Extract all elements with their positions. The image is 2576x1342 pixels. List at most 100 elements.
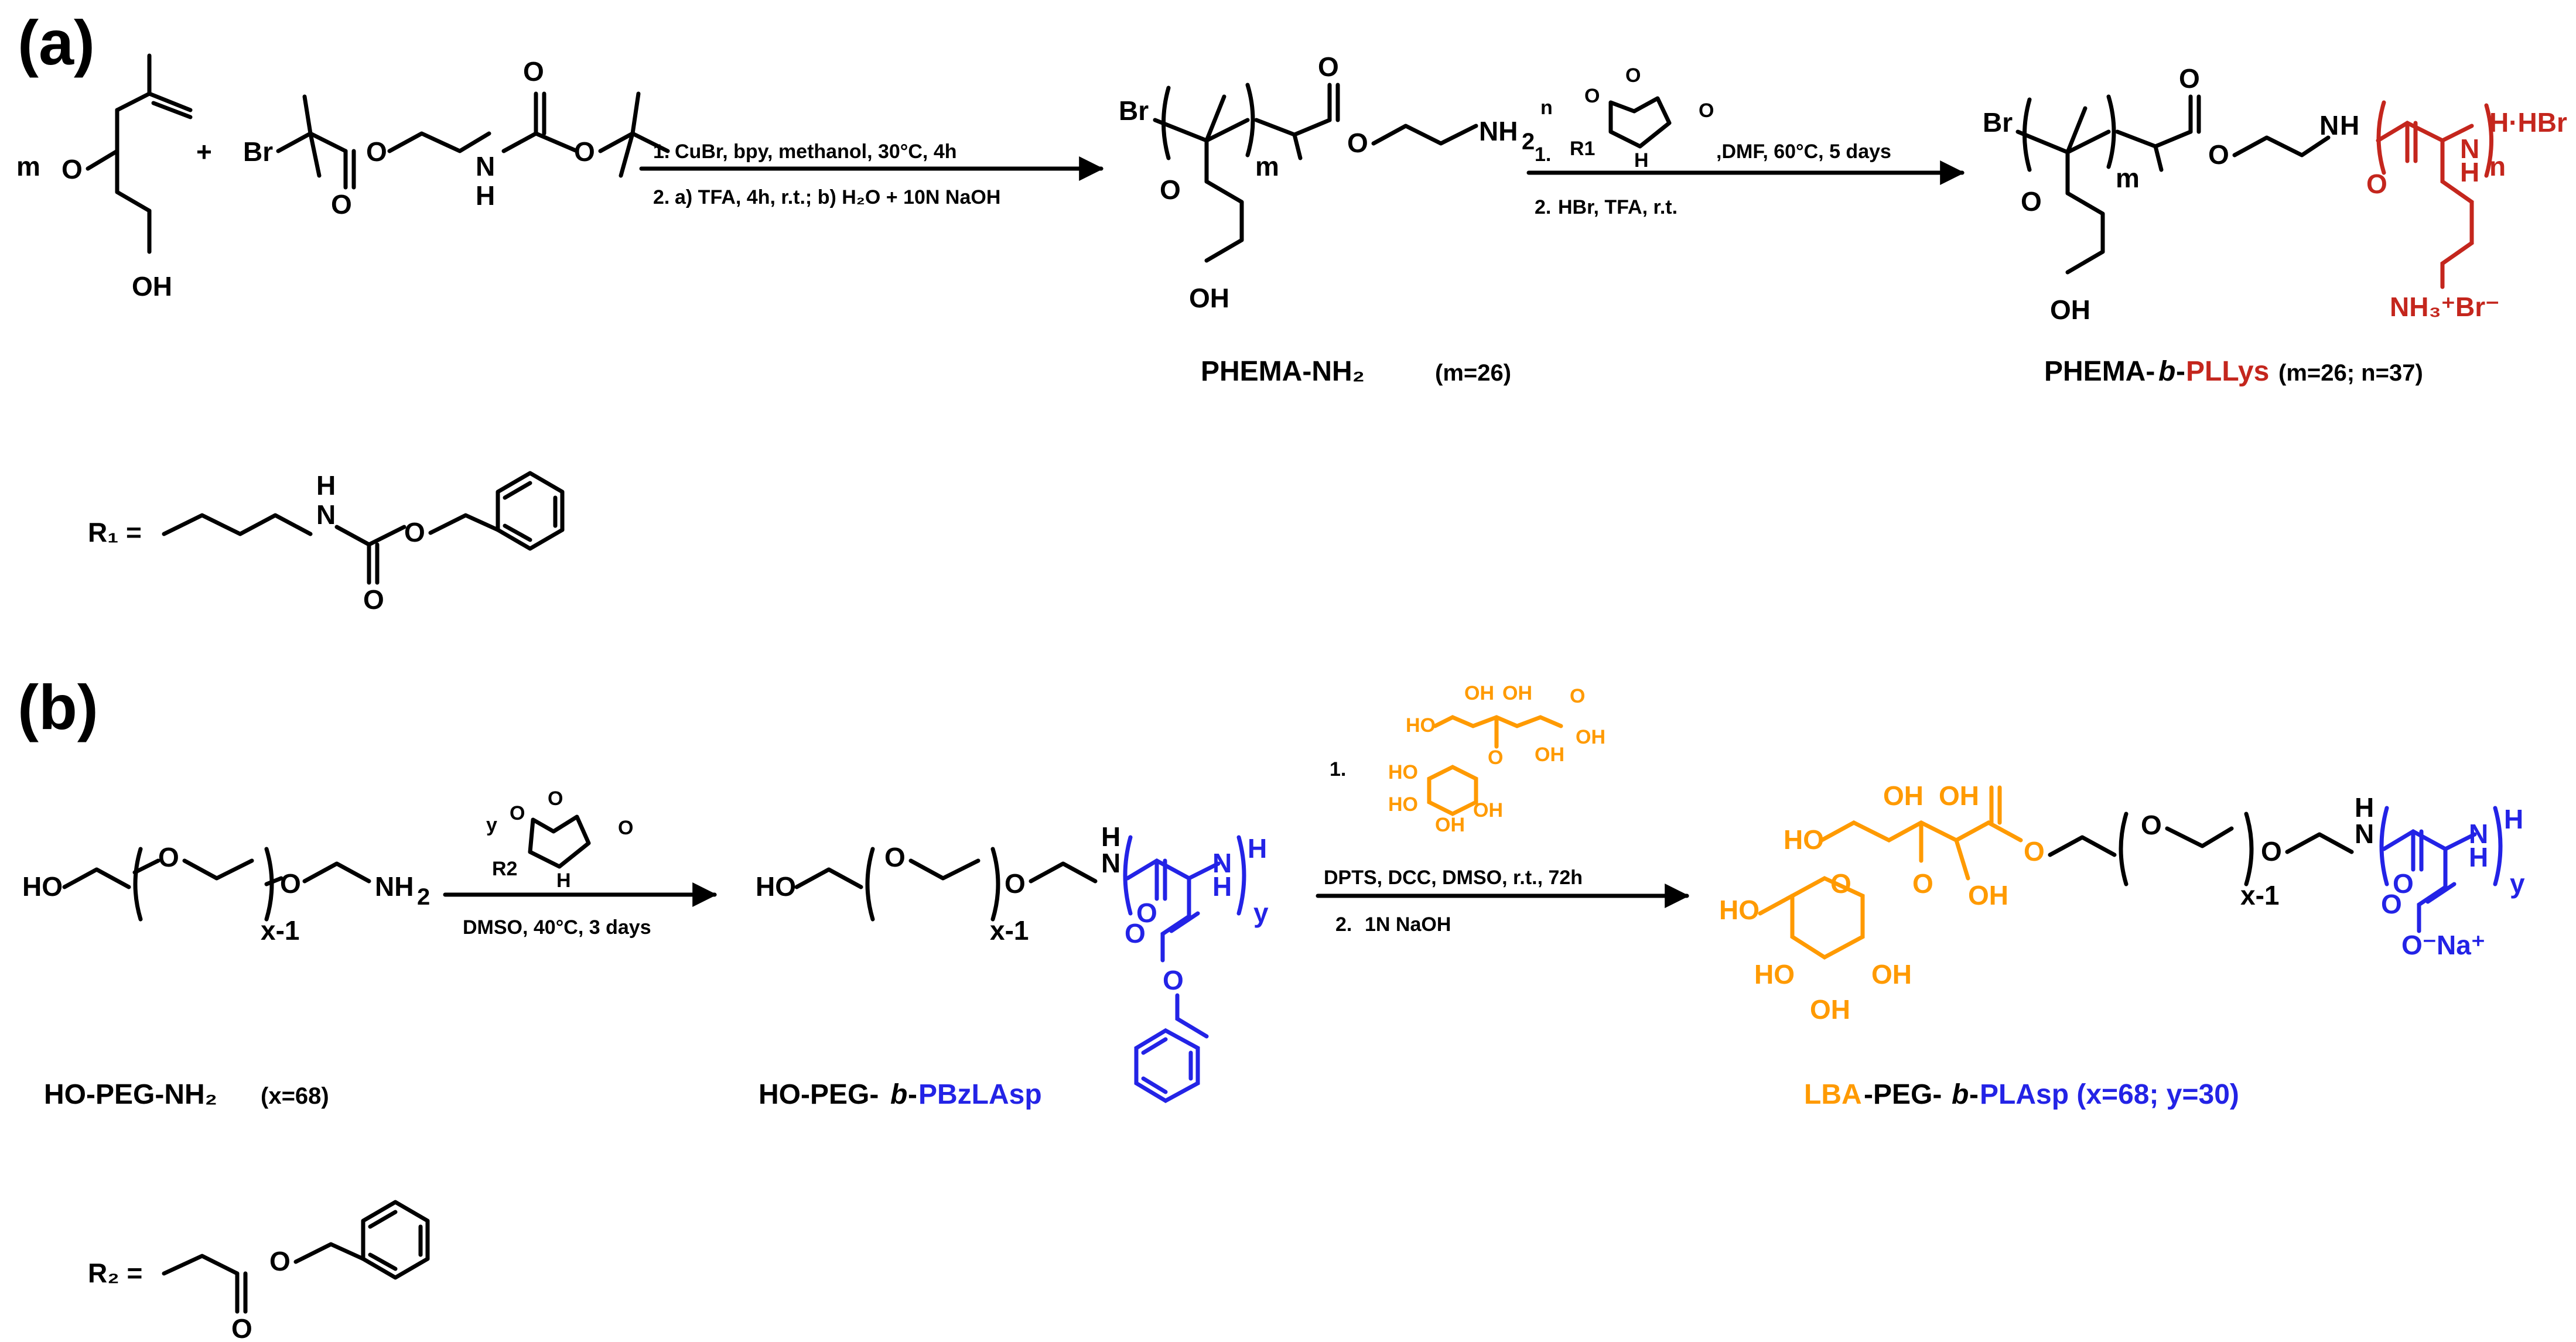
r1-definition: R₁ = N H O O — [88, 470, 565, 615]
atom-r2: R2 — [492, 858, 517, 880]
atom-nh: N — [2469, 819, 2488, 849]
atom-h: H — [2340, 110, 2359, 141]
atom-o: O — [2381, 889, 2402, 919]
atom-ho: HO — [1784, 824, 1824, 855]
phema-b-pllys-label-c: - — [2176, 356, 2185, 387]
atom-o: O — [404, 517, 425, 547]
atom-oh: OH — [1189, 283, 1229, 313]
atom-h: H — [1634, 149, 1649, 172]
step2-number: 2. — [653, 186, 669, 208]
ho-peg-b-pbzlasp-label-c: - — [908, 1079, 917, 1110]
coefficient-n: n — [1540, 97, 1553, 119]
atom-o: O — [574, 136, 595, 167]
atom-nh: N — [476, 151, 495, 182]
subscript-m: m — [2116, 163, 2140, 193]
atom-ho: HO — [1754, 959, 1795, 990]
atom-oh: OH — [1576, 726, 1605, 748]
atom-o: O — [2208, 139, 2229, 170]
atom-o: O — [523, 56, 544, 87]
atom-nh: N — [2460, 133, 2479, 164]
atom-h: H — [476, 180, 495, 211]
atom-oh: OH — [1810, 994, 1850, 1025]
subscript-x-1: x-1 — [2240, 880, 2279, 910]
atom-o: O — [548, 788, 563, 810]
atom-nh2: NH — [375, 871, 414, 902]
atom-ho: HO — [1388, 761, 1418, 783]
atom-o: O — [366, 136, 387, 167]
nca-step2-conditions: HBr, TFA, r.t. — [1558, 196, 1678, 218]
atom-ho: HO — [1388, 793, 1418, 816]
phema-b-pllys-label-a: PHEMA- — [2044, 356, 2155, 387]
atom-o: O — [2393, 868, 2414, 899]
lba-peg-b-plasp-label-e: PLAsp (x=68; y=30) — [1980, 1079, 2239, 1110]
atom-o: O — [231, 1313, 252, 1342]
condition-dpts-dcc: DPTS, DCC, DMSO, r.t., 72h — [1324, 867, 1583, 889]
atom-br: Br — [243, 136, 273, 167]
atom-o: O — [331, 189, 352, 220]
step2-number: 2. — [1335, 913, 1352, 936]
phema-nh2-structure: Br m O O NH 2 O OH — [1119, 52, 1535, 313]
atom-o: O — [1125, 918, 1146, 949]
ho-peg-b-pbzlasp-label-b: b — [890, 1079, 907, 1110]
atom-ho: HO — [22, 871, 63, 902]
atom-h: H — [2460, 157, 2479, 187]
atom-nh: N — [2319, 110, 2339, 141]
atom-o: O — [510, 802, 525, 824]
nca-step2-number: 2. — [1535, 196, 1551, 218]
atom-nh3-br: NH₃⁺Br⁻ — [2390, 292, 2499, 322]
atom-o: O — [2179, 63, 2200, 94]
atom-o: O — [1912, 868, 1933, 899]
subscript-y: y — [2510, 868, 2525, 899]
ho-peg-nh2-label: HO-PEG-NH₂ — [44, 1079, 217, 1110]
ho-peg-b-pbzlasp-structure: HO O x-1 O N H O N H H y O O — [756, 821, 1269, 1104]
atom-o: O — [618, 817, 633, 839]
step1-number: 1. — [653, 141, 669, 163]
atom-ho: HO — [1719, 895, 1760, 925]
atom-oh: OH — [1502, 682, 1532, 704]
atom-o: O — [1625, 64, 1641, 87]
r2-definition: R₂ = O O — [88, 1200, 430, 1342]
atom-nh2: NH — [1479, 116, 1518, 146]
lba-peg-b-plasp-label-a: LBA — [1804, 1079, 1862, 1110]
subscript-2: 2 — [417, 884, 430, 910]
atom-o: O — [280, 868, 301, 899]
condition-dmso-40c: DMSO, 40°C, 3 days — [463, 916, 651, 939]
atom-o: O — [1570, 685, 1585, 707]
nca-step1-number: 1. — [1535, 143, 1551, 166]
lba-peg-b-plasp-label-b: -PEG- — [1864, 1079, 1942, 1110]
atom-o: O — [62, 154, 83, 184]
plus-sign: + — [196, 136, 212, 167]
phema-b-pllys-note: (m=26; n=37) — [2278, 360, 2423, 386]
atom-n: N — [1101, 848, 1120, 878]
hema-monomer: m O OH — [16, 53, 193, 302]
atom-br: Br — [1983, 107, 2013, 138]
nca-step1-conditions: ,DMF, 60°C, 5 days — [1716, 141, 1891, 163]
atom-oh: OH — [1435, 814, 1465, 836]
atom-oh: OH — [1968, 880, 2008, 910]
ho-peg-b-pbzlasp-label-d: PBzLAsp — [918, 1079, 1042, 1110]
atom-h: H — [556, 869, 571, 892]
asp-nca-reagent: y O O O H R2 — [486, 788, 633, 892]
step1-number: 1. — [1330, 758, 1346, 780]
subscript-x-1: x-1 — [990, 915, 1029, 946]
lys-nca-reagent: n O O O H R1 — [1540, 64, 1714, 172]
atom-oh: OH — [2050, 295, 2090, 325]
atom-nh: N — [316, 499, 336, 530]
atom-o: O — [269, 1246, 291, 1276]
ho-peg-b-pbzlasp-label-a: HO-PEG- — [759, 1079, 879, 1110]
atom-oh: OH — [1939, 780, 1979, 811]
coefficient-y: y — [486, 814, 497, 836]
atom-o: O — [1005, 868, 1026, 899]
phema-nh2-label: PHEMA-NH₂ — [1201, 356, 1365, 387]
end-h: H — [2504, 804, 2523, 834]
r1-label: R₁ = — [88, 517, 142, 547]
phema-b-pllys-structure: Br m O O N H O N H n H·HBr NH₃⁺Br⁻ O OH — [1983, 63, 2567, 325]
lactobionic-acid-reagent: 1. HO OH OH O OH OH O HO HO OH OH — [1330, 682, 1605, 836]
step1-conditions: CuBr, bpy, methanol, 30°C, 4h — [675, 141, 957, 163]
atom-o: O — [1830, 868, 1851, 899]
condition-naoh: 1N NaOH — [1365, 913, 1451, 936]
atom-n: N — [2355, 819, 2374, 849]
atom-o: O — [2024, 836, 2045, 867]
atom-br: Br — [1119, 95, 1149, 126]
